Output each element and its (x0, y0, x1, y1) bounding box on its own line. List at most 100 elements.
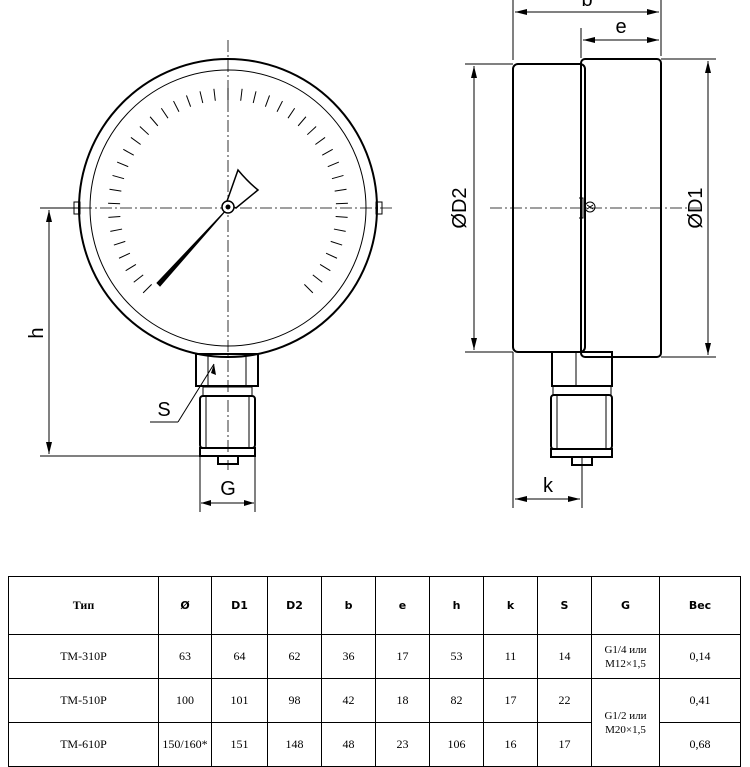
dial-tick (126, 264, 136, 270)
dial-tick (123, 149, 133, 155)
needle-hub-center (226, 205, 231, 210)
dial-tick (304, 284, 312, 292)
dial-tick (119, 253, 130, 258)
header-h: h (430, 577, 484, 635)
header-g: G (592, 577, 660, 635)
dial-tick (335, 189, 347, 191)
header-s: S (538, 577, 592, 635)
cell-s: 17 (538, 723, 592, 767)
dial-tick (109, 189, 121, 191)
cell-weight: 0,14 (660, 635, 741, 679)
header-type: Тип (9, 577, 159, 635)
dial-tick (143, 284, 151, 292)
cell-s: 22 (538, 679, 592, 723)
dial-tick (150, 117, 158, 126)
dial-tick (265, 95, 269, 106)
dial-tick (186, 95, 190, 106)
cell-e: 23 (376, 723, 430, 767)
dial-tick (336, 216, 348, 217)
dial-tick (313, 275, 322, 282)
dial-tick (277, 101, 282, 112)
cell-e: 17 (376, 635, 430, 679)
dial-tick (134, 275, 143, 282)
d1-label: ØD1 (685, 187, 707, 228)
dial-tick (113, 175, 125, 178)
dial-tick (117, 162, 128, 167)
dial-tick (241, 89, 242, 101)
cell-type: ТМ-510Р (9, 679, 159, 723)
e-label: e (615, 16, 626, 38)
dial-tick (114, 241, 125, 245)
k-label: k (543, 475, 554, 497)
dial-tick (108, 216, 120, 217)
dial-tick (322, 149, 332, 155)
cell-d2: 98 (268, 679, 322, 723)
cell-h: 106 (430, 723, 484, 767)
dial-tick (315, 137, 325, 144)
dial-tick (328, 162, 339, 167)
dial-tick (110, 229, 122, 231)
dial-tick (161, 108, 168, 118)
dial-tick (174, 101, 179, 112)
cell-g: G1/4 или М12×1,5 (592, 635, 660, 679)
table-row: ТМ-310Р 63 64 62 36 17 53 11 14 G1/4 или… (9, 635, 741, 679)
thread-fitting (200, 396, 255, 448)
dial-tick (288, 108, 295, 118)
dial-tick (320, 264, 330, 270)
front-view: h S G (26, 40, 392, 512)
s-label: S (157, 399, 170, 421)
header-diameter: Ø (159, 577, 212, 635)
dial-tick (332, 175, 344, 178)
h-label: h (26, 327, 48, 338)
header-e: e (376, 577, 430, 635)
cell-d1: 151 (212, 723, 268, 767)
cell-k: 16 (484, 723, 538, 767)
cell-diameter: 150/160* (159, 723, 212, 767)
cell-k: 11 (484, 635, 538, 679)
gauge-needle (157, 208, 228, 286)
table-row: ТМ-510Р 100 101 98 42 18 82 17 22 G1/2 и… (9, 679, 741, 723)
header-b: b (322, 577, 376, 635)
cell-d1: 101 (212, 679, 268, 723)
cell-b: 36 (322, 635, 376, 679)
cell-h: 53 (430, 635, 484, 679)
spec-table: Тип Ø D1 D2 b e h k S G Вес ТМ-310Р 63 6… (8, 576, 741, 767)
cell-h: 82 (430, 679, 484, 723)
cell-d2: 62 (268, 635, 322, 679)
cell-d1: 64 (212, 635, 268, 679)
cell-diameter: 63 (159, 635, 212, 679)
cell-s: 14 (538, 635, 592, 679)
dial-tick (331, 241, 342, 245)
header-d1: D1 (212, 577, 268, 635)
side-view: b e ØD2 ØD1 k (449, 0, 716, 508)
dial-tick (214, 89, 215, 101)
cell-d2: 148 (268, 723, 322, 767)
dial-tick (334, 229, 346, 231)
cell-b: 42 (322, 679, 376, 723)
cell-type: ТМ-610Р (9, 723, 159, 767)
header-d2: D2 (268, 577, 322, 635)
socket-hex (196, 354, 258, 386)
cell-type: ТМ-310Р (9, 635, 159, 679)
gauge-technical-drawing: h S G (0, 0, 750, 560)
dial-tick (307, 127, 316, 135)
cell-e: 18 (376, 679, 430, 723)
d2-label: ØD2 (449, 187, 471, 228)
header-weight: Вес (660, 577, 741, 635)
table-header-row: Тип Ø D1 D2 b e h k S G Вес (9, 577, 741, 635)
b-label: b (581, 0, 592, 11)
header-k: k (484, 577, 538, 635)
dial-tick (326, 253, 337, 258)
side-thread (551, 395, 612, 449)
cell-b: 48 (322, 723, 376, 767)
dial-tick (140, 127, 149, 135)
dial-tick (131, 137, 141, 144)
cell-weight: 0,68 (660, 723, 741, 767)
dial-tick (253, 91, 256, 103)
cell-g: G1/2 или М20×1,5 (592, 679, 660, 767)
cell-k: 17 (484, 679, 538, 723)
dial-tick (298, 117, 306, 126)
g-label: G (220, 478, 236, 500)
cell-weight: 0,41 (660, 679, 741, 723)
cell-diameter: 100 (159, 679, 212, 723)
